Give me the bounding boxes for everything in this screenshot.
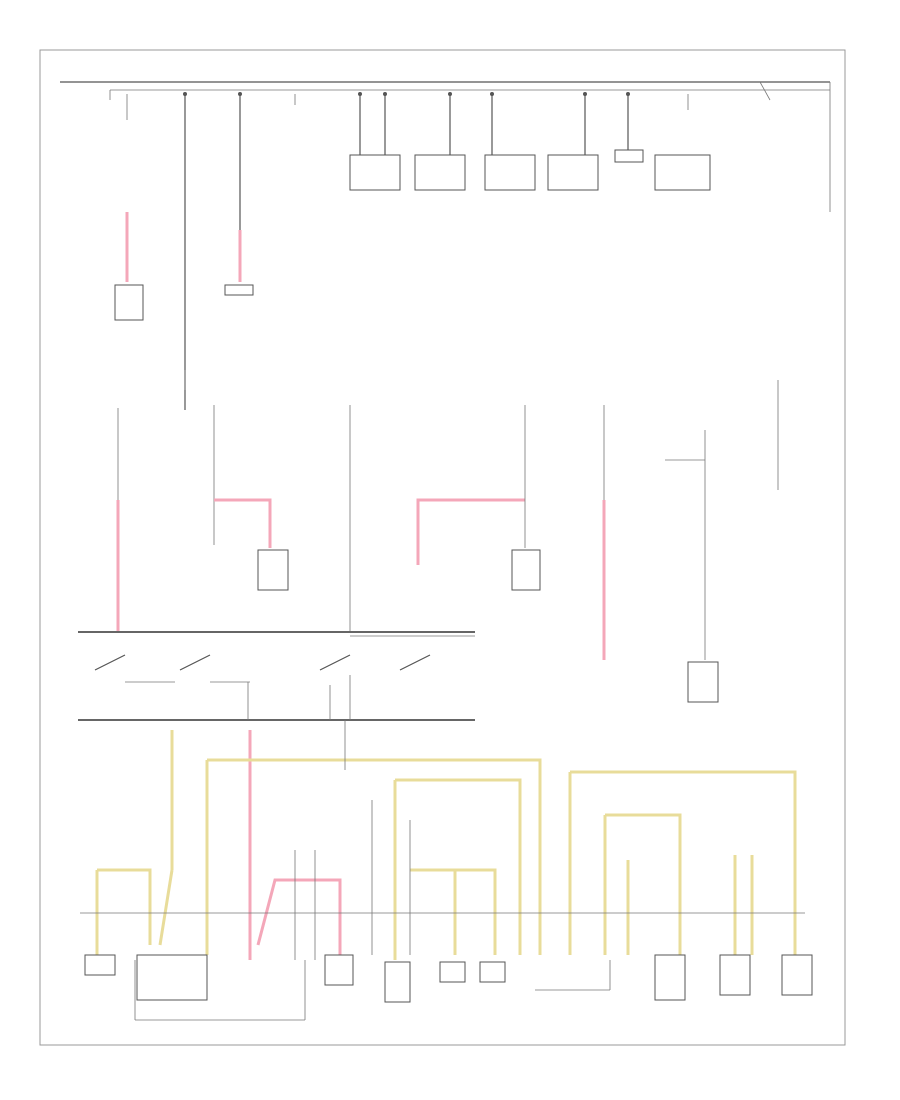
middle-section bbox=[78, 380, 779, 721]
top-fuse-section bbox=[60, 81, 831, 410]
diagram-frame bbox=[39, 49, 846, 1046]
bottom-section bbox=[80, 720, 813, 1021]
